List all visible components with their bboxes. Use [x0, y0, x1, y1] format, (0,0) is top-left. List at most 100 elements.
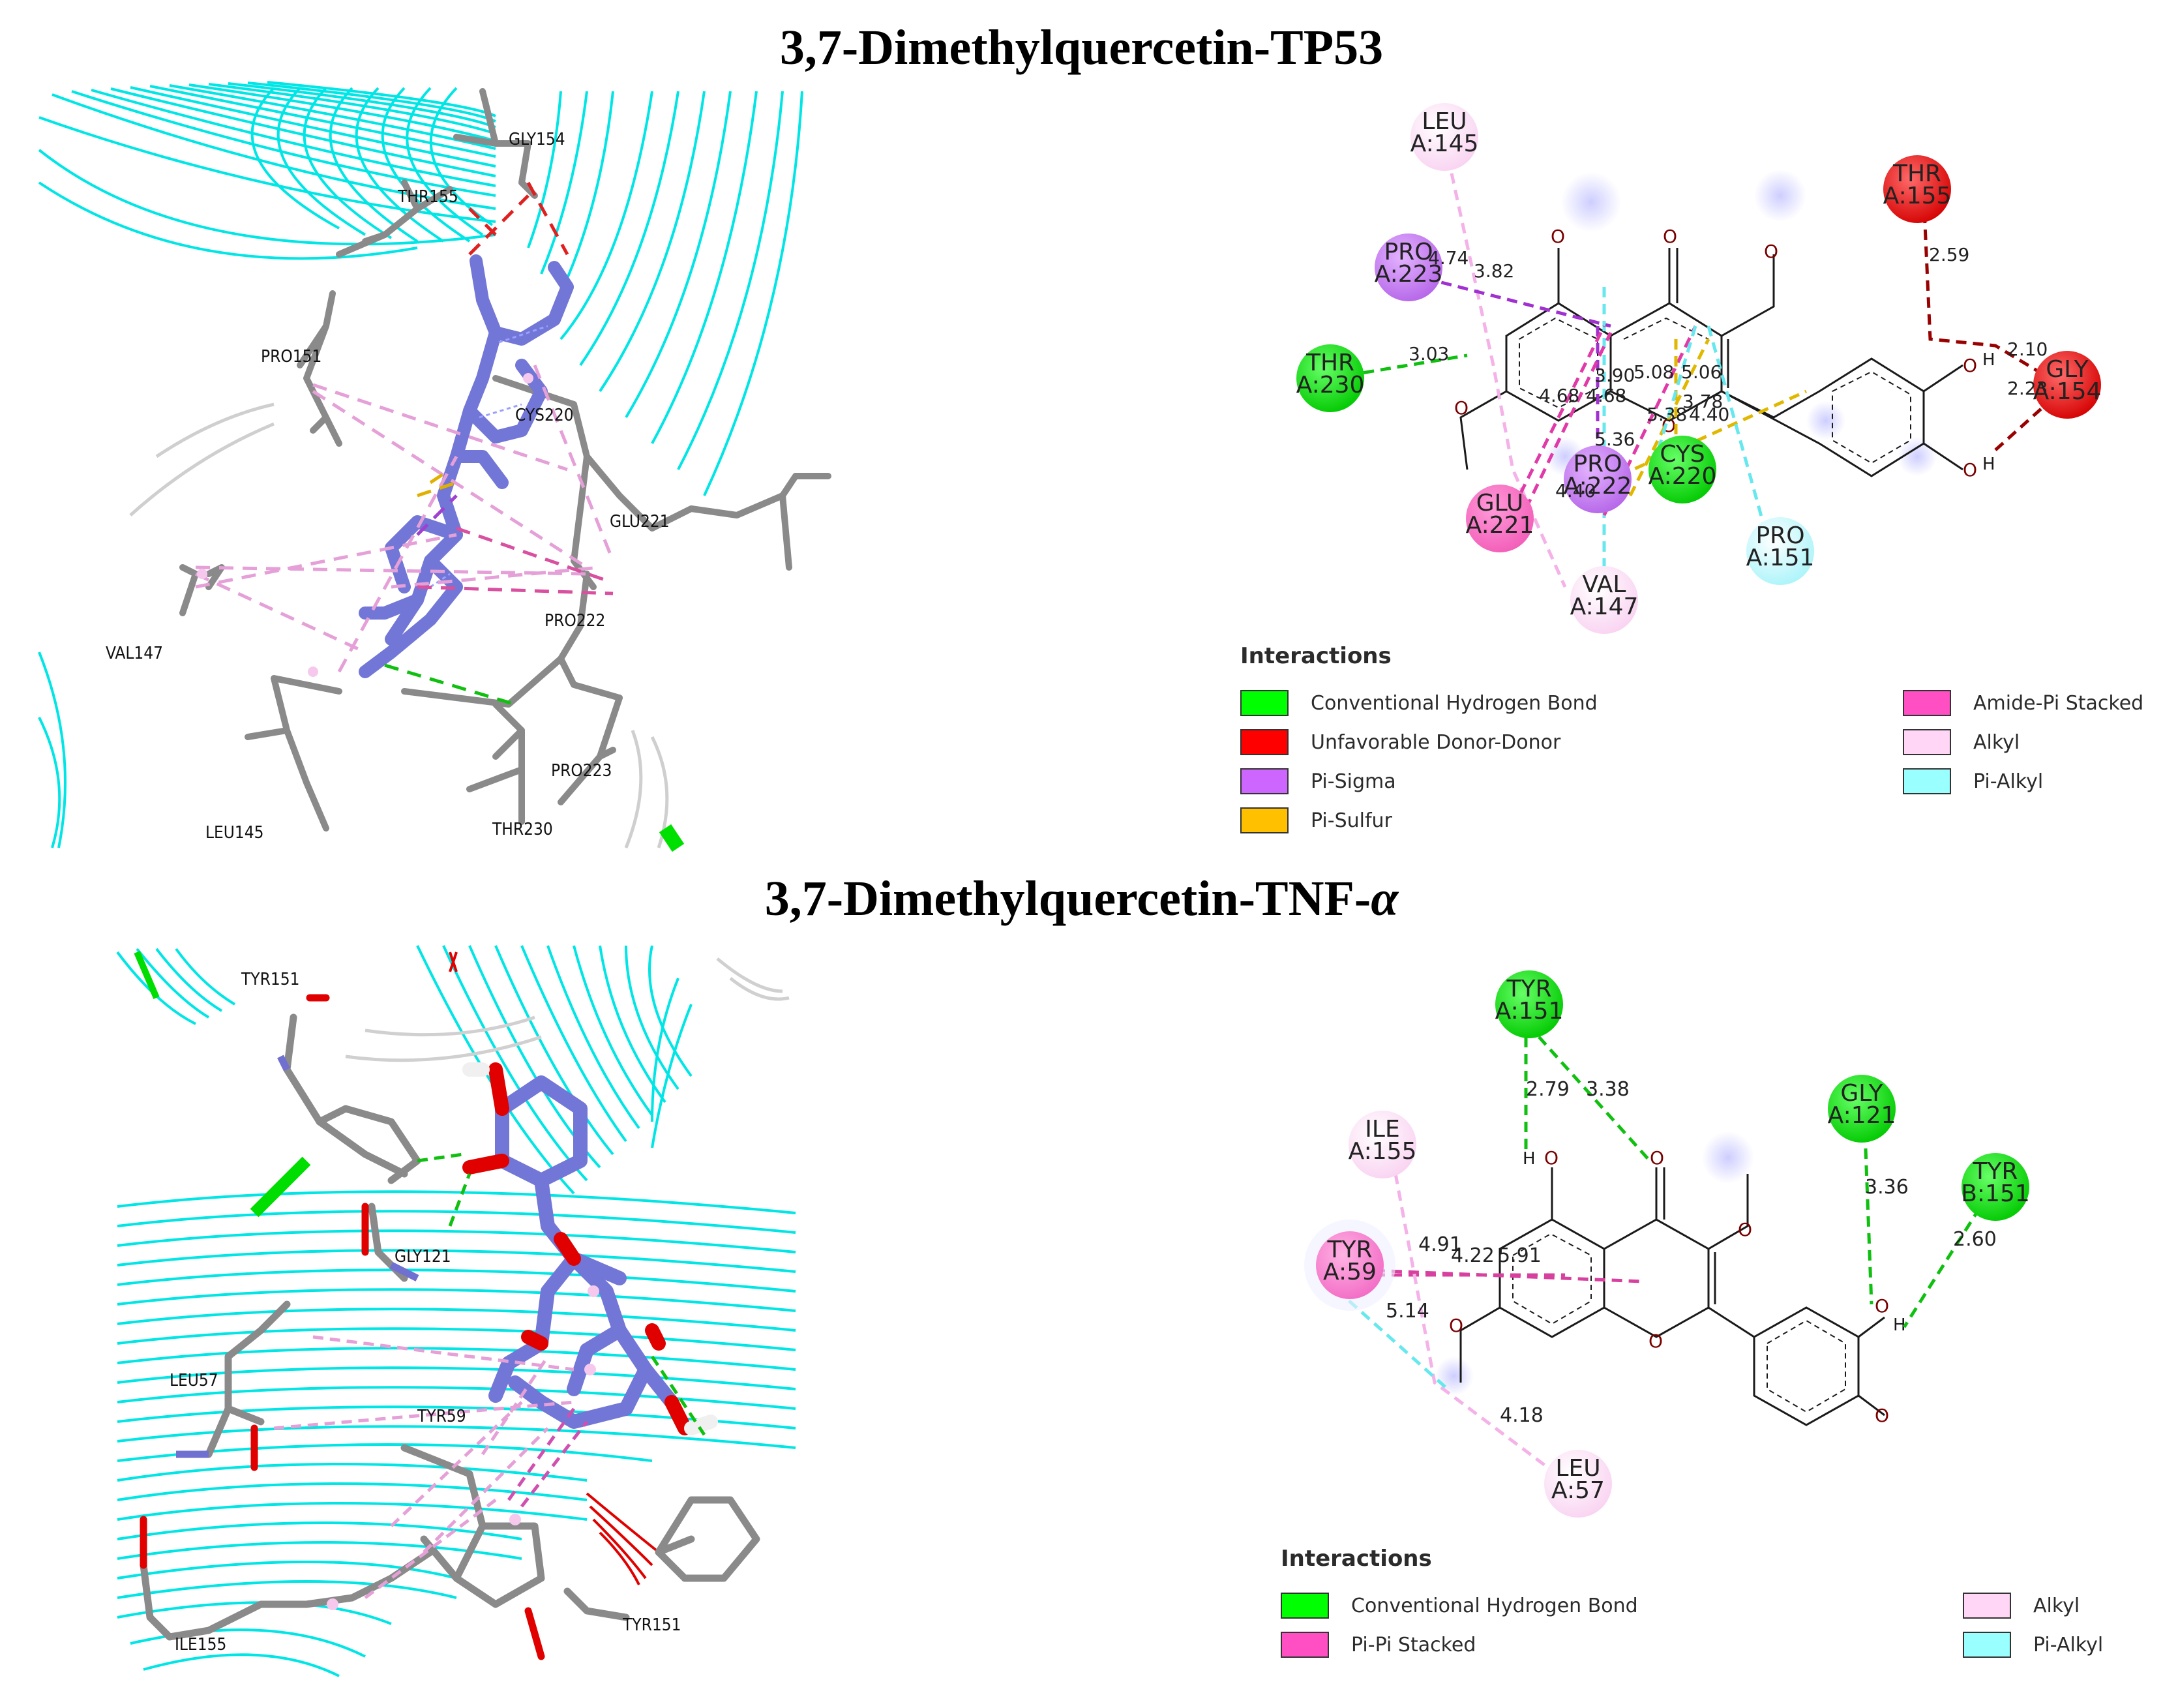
svg-text:PRO: PRO [1755, 522, 1804, 549]
svg-text:2.10: 2.10 [2007, 338, 2048, 360]
svg-text:THR: THR [1892, 160, 1941, 187]
res3d-thr230: THR230 [492, 820, 553, 839]
svg-text:A:222: A:222 [1564, 473, 1632, 500]
svg-text:5.06: 5.06 [1681, 361, 1722, 383]
svg-text:5.91: 5.91 [1498, 1244, 1542, 1267]
legend1-unfav: Unfavorable Donor-Donor [1240, 729, 1560, 755]
svg-text:A:145: A:145 [1410, 130, 1479, 157]
svg-text:2.59: 2.59 [1929, 244, 1969, 265]
panel2-3d-view: TYR151 GLY121 LEU57 TYR59 ILE155 TYR151 [116, 945, 796, 1677]
svg-text:2.23: 2.23 [2007, 378, 2048, 399]
svg-text:TYR: TYR [1973, 1158, 2018, 1185]
legend1-hbond: Conventional Hydrogen Bond [1240, 690, 1598, 716]
svg-text:LEU: LEU [1422, 108, 1467, 135]
p2-distance-labels: 2.79 3.38 3.36 2.60 4.91 4.22 5.91 5.14 … [1386, 1078, 1997, 1427]
panel2-title: 3,7-Dimethylquercetin-TNF-α [0, 871, 2163, 927]
svg-text:3.82: 3.82 [1474, 260, 1514, 282]
res3d-thr155: THR155 [397, 187, 458, 207]
panel2-title-greek: α [1371, 871, 1399, 926]
svg-text:4.40: 4.40 [1555, 480, 1596, 502]
legend1-pialkyl: Pi-Alkyl [1903, 768, 2043, 794]
svg-text:A:147: A:147 [1570, 593, 1639, 620]
legend2-pipi: Pi-Pi Stacked [1281, 1632, 1476, 1658]
svg-text:CYS: CYS [1660, 441, 1705, 468]
legend1-pisulfur: Pi-Sulfur [1240, 807, 1392, 833]
svg-text:GLU: GLU [1476, 490, 1524, 517]
svg-text:GLY: GLY [2046, 356, 2089, 383]
panel1-3d-view: GLY154 THR155 PRO151 CYS220 GLU221 PRO22… [38, 81, 831, 852]
panel1-title: 3,7-Dimethylquercetin-TP53 [779, 20, 1384, 75]
svg-text:H: H [1982, 350, 1995, 370]
cyan-surface-lines [38, 81, 803, 848]
svg-text:LEU: LEU [1555, 1455, 1600, 1482]
res3d-val147: VAL147 [106, 644, 163, 663]
svg-text:4.74: 4.74 [1428, 247, 1469, 269]
svg-text:A:155: A:155 [1349, 1138, 1417, 1165]
res3d-cys220: CYS220 [515, 406, 574, 425]
legend2-title: Interactions [1281, 1546, 1432, 1572]
svg-text:A:155: A:155 [1883, 183, 1952, 209]
svg-text:O: O [1875, 1405, 1889, 1426]
ligand-skeleton-2 [1459, 1167, 1885, 1426]
svg-text:VAL: VAL [1582, 571, 1626, 598]
svg-text:O: O [1738, 1219, 1752, 1240]
svg-text:O: O [1449, 1315, 1463, 1336]
svg-text:3.90: 3.90 [1594, 365, 1635, 386]
svg-text:A:151: A:151 [1746, 545, 1815, 571]
res3d-pro223: PRO223 [551, 761, 612, 781]
svg-text:A:220: A:220 [1648, 463, 1717, 490]
svg-text:A:121: A:121 [1828, 1102, 1896, 1129]
svg-text:O: O [1875, 1295, 1889, 1317]
ligand-skeleton-1 [1459, 248, 1963, 477]
svg-text:ILE: ILE [1365, 1116, 1399, 1143]
svg-text:O: O [1663, 226, 1677, 247]
svg-text:H: H [1893, 1315, 1906, 1335]
legend1-pisigma: Pi-Sigma [1240, 768, 1396, 794]
svg-text:5.08: 5.08 [1633, 361, 1674, 383]
svg-text:PRO: PRO [1573, 451, 1622, 477]
svg-text:TYR: TYR [1506, 976, 1552, 1002]
svg-text:H: H [1523, 1149, 1536, 1169]
res3d-gly121: GLY121 [395, 1247, 451, 1266]
res3d-gly154: GLY154 [509, 130, 565, 149]
res3d-pro222: PRO222 [544, 611, 605, 631]
svg-text:5.14: 5.14 [1386, 1300, 1429, 1323]
svg-text:3.78: 3.78 [1682, 391, 1723, 412]
legend2-hbond: Conventional Hydrogen Bond [1281, 1593, 1638, 1619]
svg-text:3.38: 3.38 [1586, 1078, 1630, 1101]
legend1-amide: Amide-Pi Stacked [1903, 690, 2143, 716]
svg-text:4.40: 4.40 [1689, 404, 1729, 425]
svg-text:O: O [1764, 241, 1778, 262]
svg-text:A:230: A:230 [1296, 372, 1365, 398]
svg-text:O: O [1963, 459, 1977, 481]
svg-text:A:221: A:221 [1466, 512, 1534, 539]
svg-text:A:151: A:151 [1495, 998, 1564, 1025]
svg-text:4.68: 4.68 [1539, 385, 1579, 406]
res3d-pro151: PRO151 [261, 347, 321, 367]
svg-text:B:151: B:151 [1961, 1180, 2030, 1207]
svg-text:4.68: 4.68 [1586, 385, 1626, 406]
svg-text:O: O [1454, 397, 1469, 419]
legend2-pialkyl: Pi-Alkyl [1963, 1632, 2103, 1658]
svg-text:5.36: 5.36 [1594, 428, 1635, 450]
svg-text:A:57: A:57 [1551, 1477, 1605, 1504]
svg-text:A:223: A:223 [1375, 261, 1443, 288]
svg-text:A:59: A:59 [1323, 1259, 1377, 1285]
legend2-alkyl: Alkyl [1963, 1593, 2080, 1619]
res3d-glu221: GLU221 [610, 512, 670, 532]
svg-text:H: H [1982, 455, 1995, 474]
